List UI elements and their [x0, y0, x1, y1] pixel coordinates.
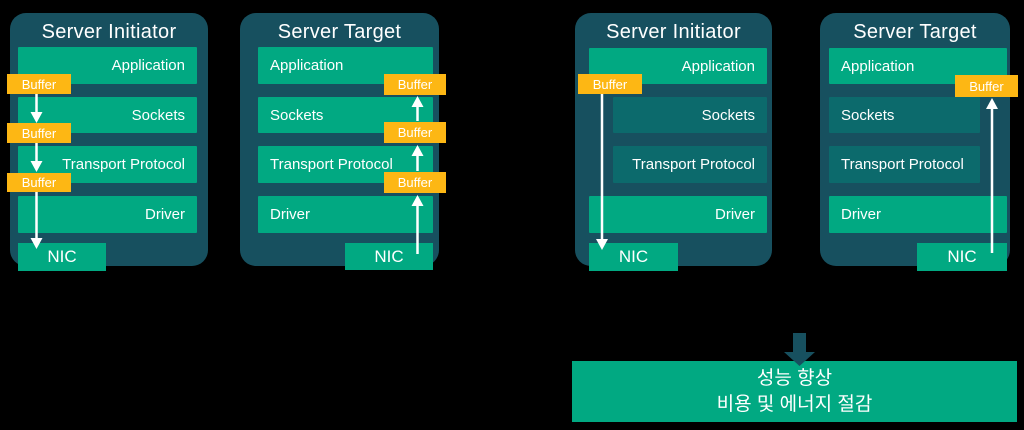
panel-server-initiator-bypass: Server Initiator Application Sockets Tra…: [575, 13, 772, 271]
layer-driver: Driver: [589, 196, 767, 233]
nic-box: NIC: [18, 243, 106, 271]
panel-title: Server Initiator: [41, 21, 177, 43]
buffer-chip: Buffer: [384, 122, 446, 143]
panel-title: Server Target: [277, 21, 402, 43]
nic-box: NIC: [917, 243, 1007, 271]
layer-driver: Driver: [258, 196, 433, 233]
outcome-line-2: 비용 및 에너지 절감: [716, 393, 873, 415]
buffer-chip: Buffer: [384, 74, 446, 95]
buffer-chip: Buffer: [384, 172, 446, 193]
layer-transport-protocol-bypassed: Transport Protocol: [829, 146, 980, 183]
nic-box: NIC: [345, 243, 433, 270]
panel-server-target-bypass: Server Target Application Sockets Transp…: [820, 13, 1010, 271]
buffer-chip: Buffer: [955, 75, 1018, 97]
buffer-chip: Buffer: [578, 74, 642, 94]
layer-driver: Driver: [829, 196, 1007, 233]
outcome-line-1: 성능 향상: [756, 367, 833, 389]
buffer-chip: Buffer: [7, 123, 71, 143]
panel-title: Server Initiator: [606, 21, 741, 43]
buffer-chip: Buffer: [7, 74, 71, 94]
layer-sockets-bypassed: Sockets: [829, 97, 980, 133]
outcome-box: 성능 향상 비용 및 에너지 절감: [572, 361, 1017, 422]
layer-sockets-bypassed: Sockets: [613, 97, 767, 133]
nic-box: NIC: [589, 243, 678, 271]
layer-transport-protocol-bypassed: Transport Protocol: [613, 146, 767, 183]
buffer-chip: Buffer: [7, 173, 71, 192]
layer-driver: Driver: [18, 196, 197, 233]
panel-title: Server Target: [853, 21, 977, 43]
